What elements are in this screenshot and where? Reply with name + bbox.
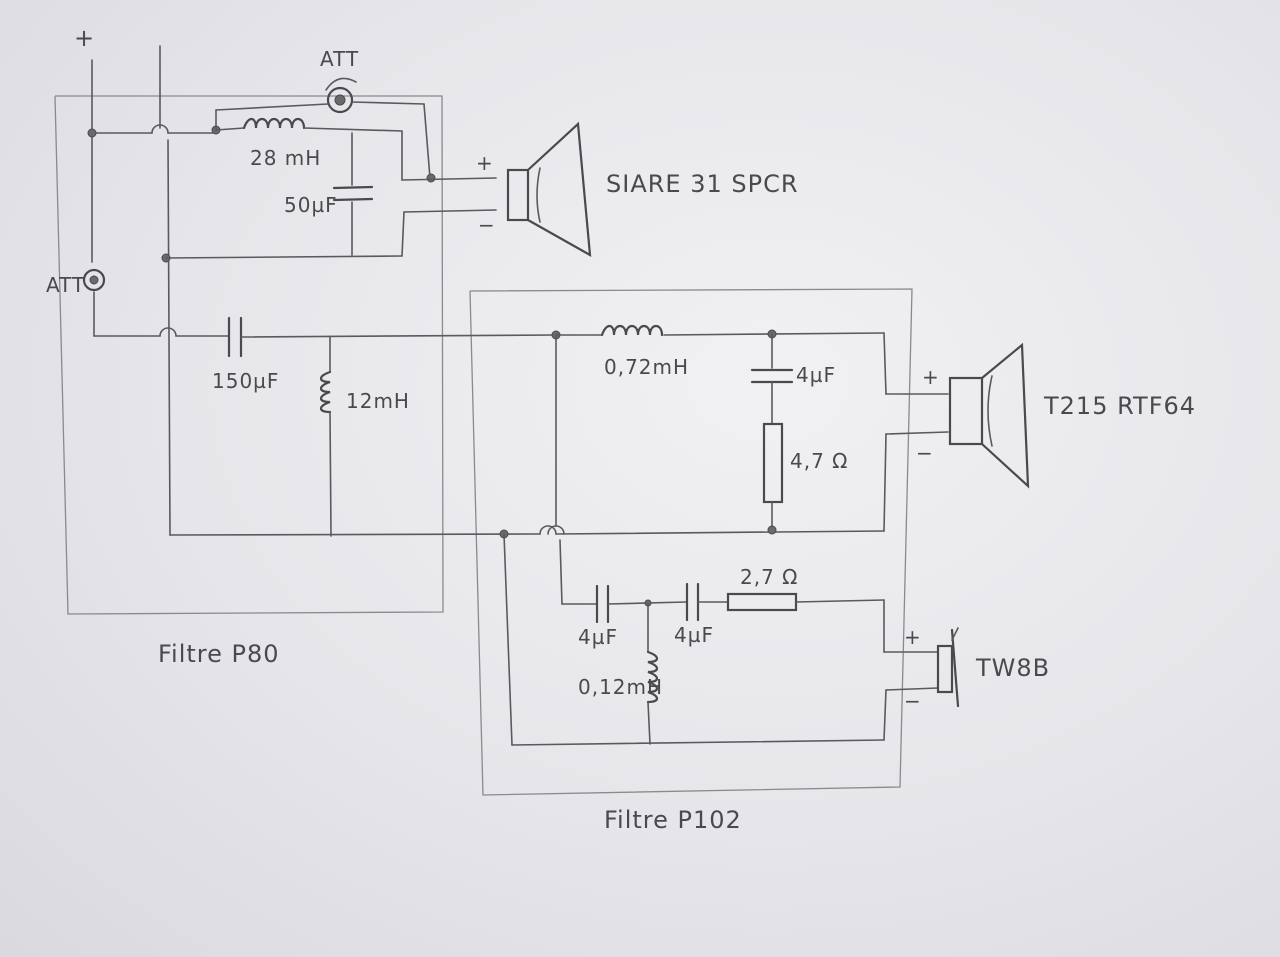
resistor-47ohm-label: 4,7 Ω (790, 449, 848, 473)
speaker-siare-name: SIARE 31 SPCR (606, 170, 799, 198)
filter-p80-label: Filtre P80 (158, 640, 280, 668)
filter-p80-box (54, 95, 444, 615)
junction-node (87, 128, 97, 138)
attenuator-top-label: ATT (320, 47, 359, 71)
resistor-47ohm (762, 422, 784, 504)
filter-p102-box (469, 288, 913, 796)
capacitor-50uf (332, 185, 374, 190)
speaker-siare-icon (506, 121, 592, 257)
inductor-072mh-label: 0,72mH (604, 355, 689, 379)
speaker-tw8b-plus: + (904, 625, 922, 649)
capacitor-150uf-label: 150µF (212, 369, 279, 393)
speaker-siare-plus: + (476, 151, 494, 175)
attenuator-top-icon (326, 86, 354, 114)
inductor-28mh (242, 117, 306, 130)
resistor-27ohm (726, 592, 798, 612)
capacitor-4uf-mid-label: 4µF (796, 363, 836, 387)
inductor-012mh (646, 650, 659, 704)
speaker-tw8b-name: TW8B (975, 654, 1050, 682)
resistor-27ohm-label: 2,7 Ω (740, 565, 798, 589)
inductor-28mh-label: 28 mH (250, 146, 321, 170)
speaker-t215-minus: − (916, 441, 934, 465)
capacitor-50uf-label: 50µF (284, 193, 338, 217)
inductor-12mh-label: 12mH (346, 389, 410, 413)
speaker-tw8b-icon (936, 627, 960, 708)
positive-sign: + (74, 24, 95, 52)
speaker-t215-name: T215 RTF64 (1043, 392, 1196, 420)
junction-node (426, 173, 436, 183)
capacitor-4uf-tw2-label: 4µF (674, 623, 714, 647)
speaker-siare-minus: − (478, 213, 496, 237)
speaker-tw8b-minus: − (904, 689, 922, 713)
speaker-t215-plus: + (922, 365, 940, 389)
inductor-012mh-label: 0,12mH (578, 675, 663, 699)
junction-node (767, 525, 777, 535)
filter-p102-label: Filtre P102 (604, 806, 742, 834)
attenuator-left-label: ATT (46, 273, 85, 297)
attenuator-left-icon (82, 268, 106, 292)
speaker-t215-icon (948, 342, 1030, 489)
inductor-072mh (600, 324, 664, 337)
inductor-12mh (319, 370, 332, 414)
capacitor-4uf-tw1-label: 4µF (578, 625, 618, 649)
